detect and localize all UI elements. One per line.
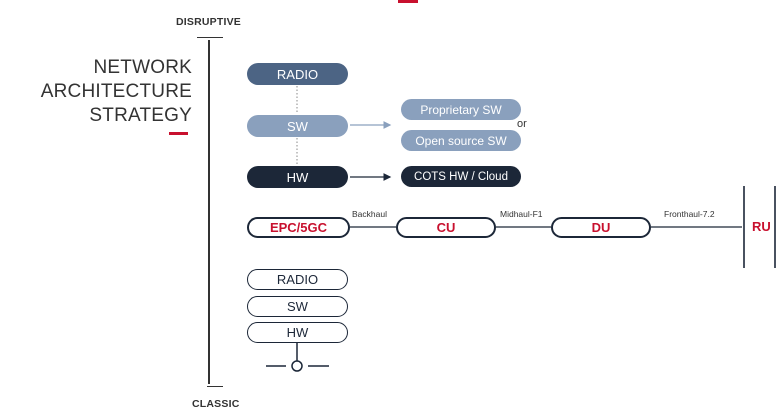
axis-bottom-tick <box>207 386 223 387</box>
axis-bottom-label: CLASSIC <box>192 398 240 410</box>
classic-radio-pill: RADIO <box>247 269 348 290</box>
title-line-3: STRATEGY <box>89 105 192 126</box>
top-red-accent <box>398 0 418 3</box>
cu-node: CU <box>396 217 496 238</box>
disruptive-hw-pill: HW <box>247 166 348 188</box>
axis-line <box>208 40 210 384</box>
ru-node-label: RU <box>752 219 771 234</box>
title-line-2: ARCHITECTURE <box>40 81 192 102</box>
midhaul-label: Midhaul-F1 <box>500 209 543 219</box>
classic-hw-pill: HW <box>247 322 348 343</box>
or-label: or <box>517 118 527 130</box>
epc-5gc-node: EPC/5GC <box>247 217 350 238</box>
open-source-sw-pill: Open source SW <box>401 130 521 151</box>
title-line-1: NETWORK <box>93 57 192 78</box>
proprietary-sw-pill: Proprietary SW <box>401 99 521 120</box>
cots-hw-cloud-pill: COTS HW / Cloud <box>401 166 521 187</box>
disruptive-sw-pill: SW <box>247 115 348 137</box>
title-red-accent <box>169 132 188 135</box>
page-title: NETWORK ARCHITECTURE STRATEGY <box>41 56 192 128</box>
disruptive-radio-pill: RADIO <box>247 63 348 85</box>
axis-top-label: DISRUPTIVE <box>176 16 242 28</box>
antenna-node <box>291 360 303 372</box>
du-node: DU <box>551 217 651 238</box>
axis-top-tick <box>197 37 223 38</box>
fronthaul-label: Fronthaul-7.2 <box>664 209 715 219</box>
classic-sw-pill: SW <box>247 296 348 317</box>
backhaul-label: Backhaul <box>352 209 387 219</box>
